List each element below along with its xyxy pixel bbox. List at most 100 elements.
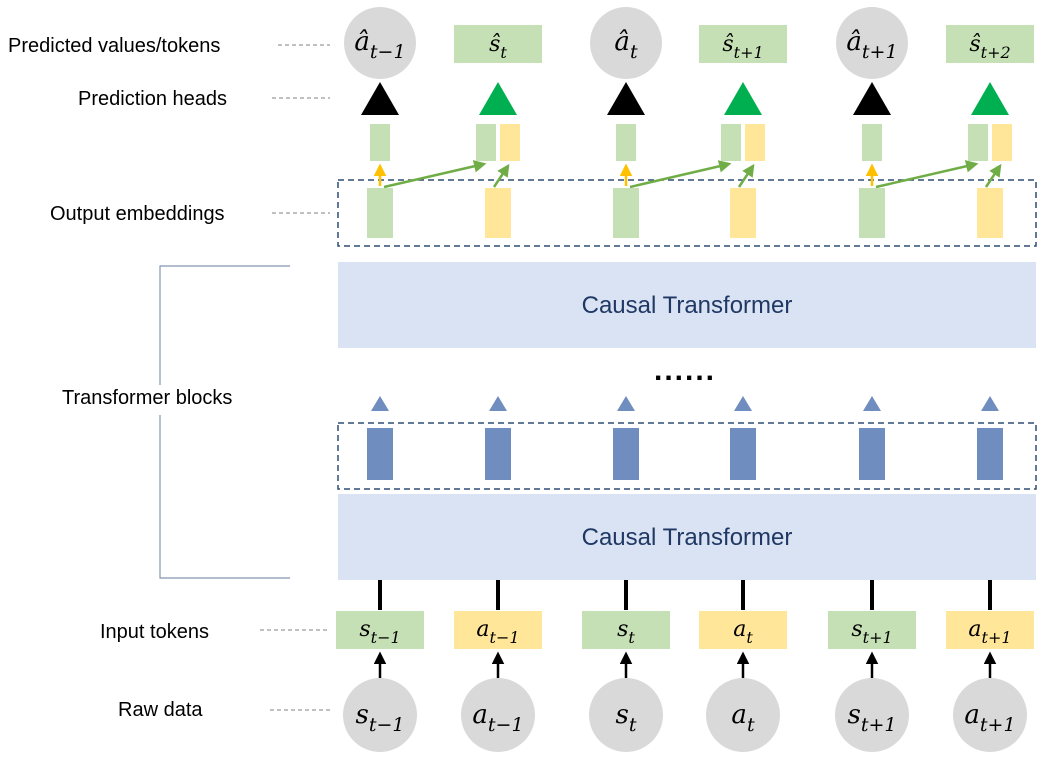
output-state-embedding [859, 188, 885, 238]
label-output-embeddings: Output embeddings [50, 203, 225, 225]
predicted-action-label: ât [614, 27, 638, 63]
arrow-state-to-next-head [383, 160, 487, 189]
raw-state-circle [343, 678, 417, 752]
raw-action-circle [953, 678, 1027, 752]
state-head-icon [724, 82, 762, 115]
hidden-token-bar [613, 428, 639, 480]
token-columns: ât−1st−1st−1ŝtat−1at−1âtststŝt+1atatât+1… [336, 7, 1034, 752]
raw-state-circle [589, 678, 663, 752]
causal-transformer-bottom [338, 494, 1036, 580]
predicted-action-label: ât+1 [846, 27, 897, 63]
causal-transformer-top-label: Causal Transformer [582, 292, 793, 319]
raw-state-label-subscript: t−1 [369, 714, 405, 736]
head-input-state-embedding [616, 124, 636, 161]
bracket-top [159, 265, 290, 385]
head-input-prev-state-embedding [968, 124, 988, 161]
hidden-token-triangle-icon [981, 396, 999, 411]
head-input-action-embedding [500, 124, 520, 161]
input-action-token-label-subscript: t+1 [982, 628, 1012, 647]
input-action-token-label: at−1 [476, 617, 519, 647]
bracket-bottom [159, 415, 290, 579]
predicted-state-label-subscript: t [500, 43, 507, 62]
predicted-action-circle [344, 7, 416, 79]
input-state-token-label-subscript: t+1 [863, 628, 893, 647]
hidden-token-bar [977, 428, 1003, 480]
predicted-state-label: ŝt+1 [722, 32, 763, 62]
raw-state-label: st+1 [848, 700, 897, 736]
raw-state-circle [835, 678, 909, 752]
input-state-token-label: st [617, 617, 635, 647]
predicted-state-box [699, 25, 787, 63]
input-state-token-label-subscript: t [628, 628, 635, 647]
raw-action-label-subscript: t−1 [488, 714, 524, 736]
output-action-embedding [977, 188, 1003, 238]
predicted-state-label-base: ŝ [722, 32, 733, 57]
input-action-token-label-subscript: t [746, 628, 753, 647]
input-action-token [946, 611, 1034, 649]
predicted-state-box [946, 25, 1034, 63]
head-input-state-embedding [370, 124, 390, 161]
causal-transformer-bottom-label: Causal Transformer [582, 524, 793, 551]
input-state-token [582, 611, 670, 649]
input-action-token-label-base: a [968, 617, 981, 642]
input-action-token-label-base: a [733, 617, 746, 642]
hidden-token-bar [859, 428, 885, 480]
input-state-token [828, 611, 916, 649]
action-head-icon [607, 82, 645, 115]
state-head-icon [971, 82, 1009, 115]
raw-action-label-subscript: t [747, 714, 755, 736]
hidden-token-bar [730, 428, 756, 480]
predicted-state-box [454, 25, 542, 63]
arrow-action-to-head [492, 163, 510, 188]
raw-action-label: at+1 [964, 700, 1015, 736]
head-input-action-embedding [992, 124, 1012, 161]
predicted-action-label: ât−1 [354, 27, 405, 63]
hidden-embeddings-box [337, 422, 1037, 490]
input-action-token [699, 611, 787, 649]
label-raw-data: Raw data [118, 699, 203, 721]
arrow-state-to-next-head [875, 160, 979, 189]
input-state-token-label-base: s [359, 617, 370, 642]
predicted-action-label-subscript: t−1 [370, 41, 406, 63]
input-state-token-label-base: s [851, 617, 862, 642]
input-state-token-label-subscript: t−1 [371, 628, 401, 647]
arrow-action-to-head [984, 163, 1002, 188]
raw-action-label-base: a [472, 700, 488, 730]
predicted-action-label-subscript: t+1 [862, 41, 898, 63]
output-state-embedding [613, 188, 639, 238]
raw-action-circle [461, 678, 535, 752]
predicted-action-label-base: â [614, 27, 630, 57]
head-input-state-embedding [862, 124, 882, 161]
input-action-token-label-base: a [476, 617, 489, 642]
head-input-prev-state-embedding [721, 124, 741, 161]
ellipsis: ...... [654, 354, 716, 387]
raw-state-label-base: s [356, 700, 369, 730]
predicted-action-label-base: â [354, 27, 370, 57]
predicted-state-label-base: ŝ [489, 32, 500, 57]
arrow-action-to-head [737, 163, 755, 188]
input-action-token-label: at [733, 617, 753, 647]
raw-state-label: st−1 [356, 700, 405, 736]
raw-state-label-base: s [616, 700, 629, 730]
raw-state-label-base: s [848, 700, 861, 730]
raw-action-label-base: a [964, 700, 980, 730]
hidden-token-triangle-icon [863, 396, 881, 411]
predicted-state-label-subscript: t+1 [734, 43, 764, 62]
predicted-state-label: ŝt+2 [969, 32, 1010, 62]
arrow-state-to-next-head [629, 160, 732, 189]
label-prediction-heads: Prediction heads [78, 88, 227, 110]
hidden-token-bar [485, 428, 511, 480]
raw-action-circle [706, 678, 780, 752]
input-action-token [454, 611, 542, 649]
state-head-icon [479, 82, 517, 115]
predicted-state-label-base: ŝ [969, 32, 980, 57]
hidden-token-triangle-icon [371, 396, 389, 411]
hidden-token-triangle-icon [734, 396, 752, 411]
predicted-action-circle [836, 7, 908, 79]
action-head-icon [361, 82, 399, 115]
raw-action-label-base: a [731, 700, 747, 730]
output-embeddings-box [337, 179, 1037, 247]
label-predicted-values: Predicted values/tokens [8, 35, 220, 57]
